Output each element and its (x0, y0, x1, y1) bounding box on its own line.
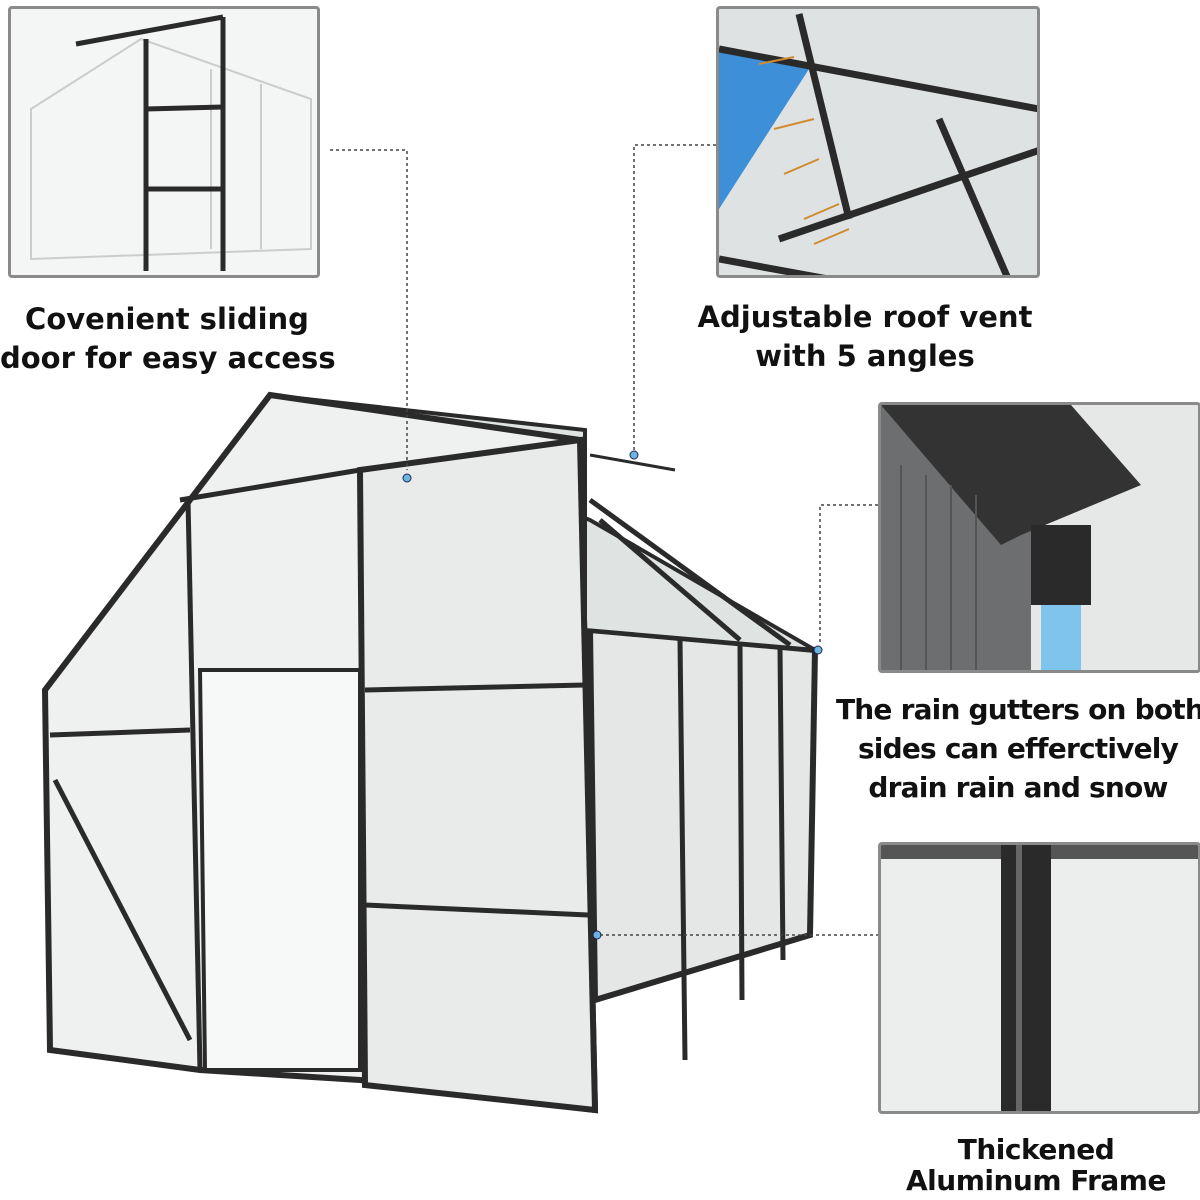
caption-line: Adjustable roof vent (697, 300, 1033, 334)
inset-sliding-door (8, 6, 320, 278)
sliding-door (356, 436, 599, 1114)
inset-aluminum-frame (878, 842, 1200, 1114)
inset-roof-vent (716, 6, 1040, 278)
caption-aluminum-frame: Thickened Aluminum Frame (900, 1134, 1172, 1196)
caption-line: Aluminum Frame (906, 1164, 1166, 1197)
caption-sliding-door: Covenient sliding door for easy access (0, 300, 336, 378)
door-opening (197, 668, 362, 1072)
caption-line: Covenient sliding (25, 302, 309, 336)
caption-rain-gutter: The rain gutters on both sides can effer… (836, 690, 1200, 807)
caption-line: door for easy access (0, 341, 336, 375)
caption-line: The rain gutters on both (836, 693, 1200, 726)
caption-line: sides can efferctively (857, 732, 1179, 765)
caption-line: Thickened (957, 1133, 1115, 1166)
caption-roof-vent: Adjustable roof vent with 5 angles (690, 298, 1040, 376)
leader-lines (330, 144, 878, 936)
caption-line: drain rain and snow (868, 771, 1168, 804)
inset-rain-gutter (878, 402, 1200, 673)
caption-line: with 5 angles (755, 339, 975, 373)
